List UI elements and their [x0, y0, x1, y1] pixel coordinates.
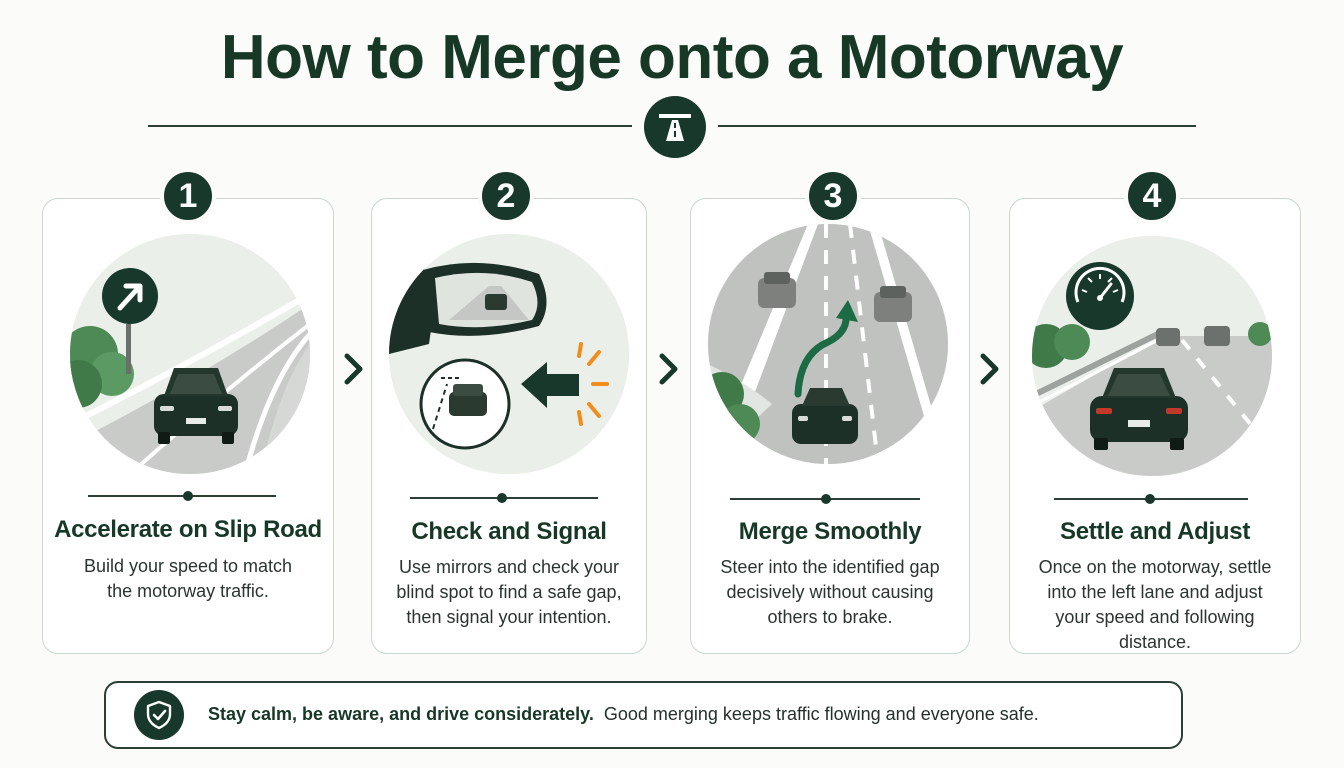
step-number-3: 3: [805, 168, 861, 224]
tip-body: Good merging keeps traffic flowing and e…: [603, 704, 1039, 724]
title-rule-right: [718, 125, 1196, 127]
tip-banner: [104, 681, 1183, 749]
step-illustration-settle: [1032, 236, 1272, 476]
step-divider-1: [88, 495, 276, 497]
motorway-icon: [644, 96, 706, 158]
step-title-3: Merge Smoothly: [738, 518, 922, 545]
shield-check-icon: [134, 690, 184, 740]
step-divider-dot-2: [497, 493, 507, 503]
step-number-4: 4: [1124, 168, 1180, 224]
chevron-right-icon: [342, 352, 366, 386]
step-divider-dot-3: [821, 494, 831, 504]
step-title-2: Check and Signal: [411, 518, 607, 545]
chevron-right-icon: [657, 352, 681, 386]
step-title-1: Accelerate on Slip Road: [54, 516, 322, 543]
step-illustration-mirror-signal: [389, 234, 629, 474]
step-desc-4: Once on the motorway, settle into the le…: [1038, 557, 1272, 652]
title-rule-left: [148, 125, 632, 127]
step-desc-3: Steer into the identified gap decisively…: [720, 557, 940, 627]
step-illustration-slip-road: [70, 234, 310, 474]
chevron-right-icon: [978, 352, 1002, 386]
step-desc-1: Build your speed to match the motorway t…: [83, 556, 293, 601]
step-desc-2: Use mirrors and check your blind spot to…: [396, 557, 622, 627]
step-divider-dot-4: [1145, 494, 1155, 504]
tip-text: Stay calm, be aware, and drive considera…: [208, 704, 1039, 725]
step-divider-dot-1: [183, 491, 193, 501]
step-number-2: 2: [478, 168, 534, 224]
page-title: How to Merge onto a Motorway: [220, 23, 1124, 92]
step-illustration-merge: [708, 224, 948, 464]
tip-bold: Stay calm, be aware, and drive considera…: [208, 704, 594, 724]
step-number-1: 1: [160, 168, 216, 224]
step-title-4: Settle and Adjust: [1059, 518, 1251, 545]
